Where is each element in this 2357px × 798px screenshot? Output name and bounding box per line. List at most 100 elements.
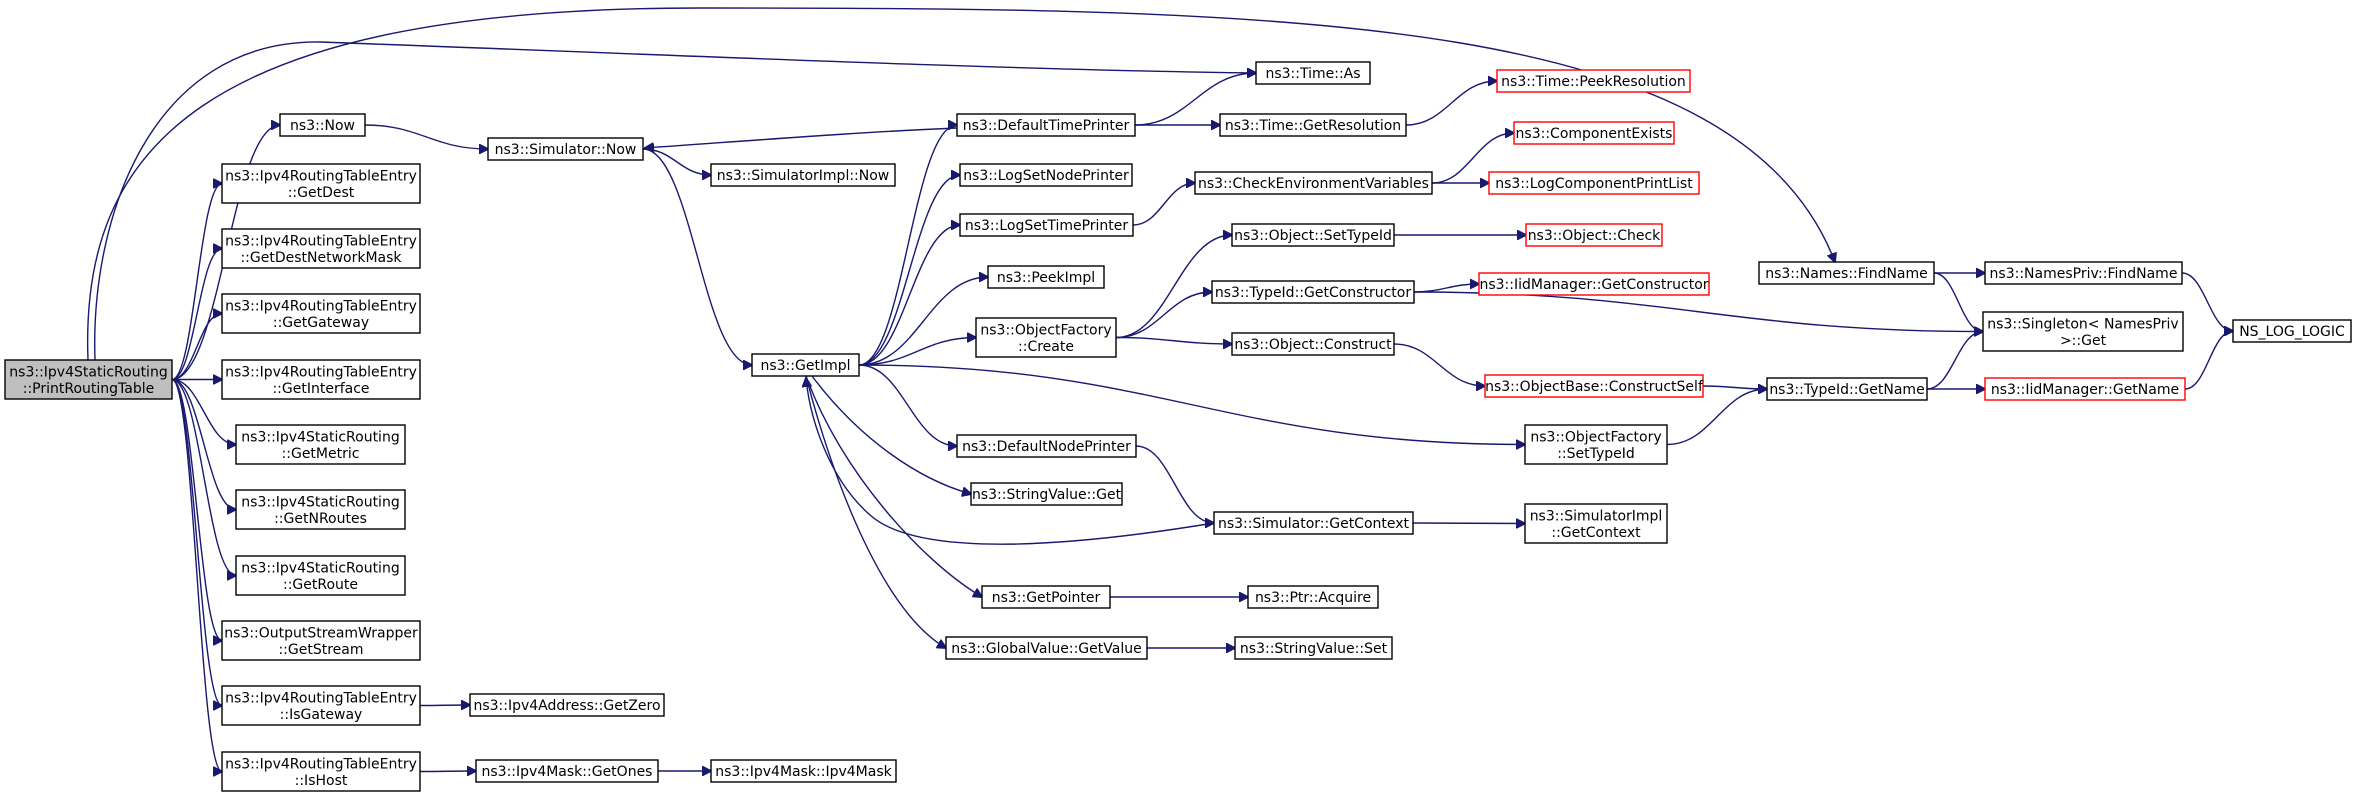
edge-print_routing_table-to-names_find_name — [86, 7, 1835, 361]
node-simulatorimpl-get-context[interactable]: ns3::SimulatorImpl::GetContext — [1524, 503, 1668, 544]
node-default-node-printer[interactable]: ns3::DefaultNodePrinter — [956, 434, 1137, 458]
node-check-environment-variables[interactable]: ns3::CheckEnvironmentVariables — [1194, 171, 1433, 195]
node-now[interactable]: ns3::Now — [279, 113, 366, 137]
edge-layer — [86, 7, 2233, 772]
node-get-stream[interactable]: ns3::OutputStreamWrapper::GetStream — [221, 620, 421, 661]
edge-print_routing_table-to-get_n_routes — [171, 378, 236, 510]
node-label-line: ns3::GetImpl — [760, 358, 850, 374]
node-peek-impl[interactable]: ns3::PeekImpl — [987, 265, 1105, 289]
edge-path — [419, 771, 476, 772]
node-simulatorimpl-now[interactable]: ns3::SimulatorImpl::Now — [710, 163, 896, 187]
node-log-set-time-printer[interactable]: ns3::LogSetTimePrinter — [959, 213, 1134, 237]
node-label-line: ::Create — [1018, 339, 1074, 355]
node-object-check[interactable]: ns3::Object::Check — [1525, 223, 1663, 247]
edge-path — [1413, 284, 1479, 293]
node-get-n-routes[interactable]: ns3::Ipv4StaticRouting::GetNRoutes — [235, 489, 406, 530]
edge-object_factory_create-to-object_construct — [1115, 336, 1232, 345]
node-box — [1525, 223, 1663, 247]
node-iid-manager-get-name[interactable]: ns3::IidManager::GetName — [1984, 377, 2186, 401]
node-string-value-set[interactable]: ns3::StringValue::Set — [1234, 636, 1393, 660]
node-label-line: ::GetContext — [1551, 525, 1641, 541]
node-simulator-now[interactable]: ns3::Simulator::Now — [487, 137, 644, 161]
node-object-set-type-id[interactable]: ns3::Object::SetTypeId — [1231, 223, 1395, 247]
node-label-line: ns3::Ipv4StaticRouting — [241, 429, 399, 445]
node-ipv4mask-ipv4mask[interactable]: ns3::Ipv4Mask::Ipv4Mask — [710, 759, 897, 783]
node-object-factory-create[interactable]: ns3::ObjectFactory::Create — [975, 317, 1117, 358]
node-box — [956, 113, 1136, 137]
node-string-value-get[interactable]: ns3::StringValue::Get — [970, 482, 1123, 506]
node-names-priv-find-name[interactable]: ns3::NamesPriv::FindName — [1984, 261, 2183, 285]
node-get-interface[interactable]: ns3::Ipv4RoutingTableEntry::GetInterface — [221, 359, 421, 400]
node-label-line: ns3::DefaultNodePrinter — [962, 439, 1131, 455]
edge-path — [1115, 336, 1232, 345]
node-component-exists[interactable]: ns3::ComponentExists — [1513, 121, 1675, 145]
node-ns-log-logic[interactable]: NS_LOG_LOGIC — [2232, 319, 2352, 343]
node-label-line: ns3::LogSetNodePrinter — [963, 168, 1129, 184]
node-label-line: ns3::Ipv4RoutingTableEntry — [225, 298, 417, 314]
node-print-routing-table[interactable]: ns3::Ipv4StaticRouting::PrintRoutingTabl… — [4, 359, 173, 400]
edge-simulator_get_context-to-simulatorimpl_get_context — [1412, 523, 1525, 524]
node-box — [1524, 503, 1668, 544]
edge-path — [171, 249, 222, 381]
node-object-construct[interactable]: ns3::Object::Construct — [1231, 332, 1395, 356]
node-label-line: ns3::Object::SetTypeId — [1234, 228, 1392, 244]
node-time-get-resolution[interactable]: ns3::Time::GetResolution — [1219, 113, 1407, 137]
node-object-base-construct-self[interactable]: ns3::ObjectBase::ConstructSelf — [1484, 374, 1704, 398]
node-box — [987, 265, 1105, 289]
node-box — [1982, 311, 2184, 352]
edge-path — [171, 378, 222, 706]
node-ipv4mask-get-ones[interactable]: ns3::Ipv4Mask::GetOnes — [475, 759, 659, 783]
node-log-set-node-printer[interactable]: ns3::LogSetNodePrinter — [959, 163, 1133, 187]
node-iid-manager-get-constructor[interactable]: ns3::IidManager::GetConstructor — [1478, 272, 1710, 296]
edge-path — [1933, 272, 1983, 332]
edge-path — [171, 378, 236, 576]
node-is-host[interactable]: ns3::Ipv4RoutingTableEntry::IsHost — [221, 751, 421, 792]
node-box — [959, 163, 1133, 187]
edge-is_gateway-to-ipv4address_get_zero — [419, 705, 470, 706]
node-type-id-get-name[interactable]: ns3::TypeId::GetName — [1766, 377, 1928, 401]
node-box — [221, 163, 421, 204]
node-label-line: ns3::Ipv4RoutingTableEntry — [225, 168, 417, 184]
node-box — [1231, 223, 1395, 247]
node-label-line: ns3::Time::As — [1265, 66, 1360, 82]
edge-iid_manager_get_name-to-ns_log_logic — [2184, 331, 2233, 390]
node-label-line: ::GetNRoutes — [274, 511, 367, 527]
edge-log_set_time_printer-to-check_environment_variables — [1132, 183, 1195, 226]
node-label-line: ns3::ComponentExists — [1516, 126, 1673, 142]
node-get-dest-network-mask[interactable]: ns3::Ipv4RoutingTableEntry::GetDestNetwo… — [221, 228, 421, 269]
node-ipv4address-get-zero[interactable]: ns3::Ipv4Address::GetZero — [469, 693, 665, 717]
node-singleton-get[interactable]: ns3::Singleton< NamesPriv >::Get — [1982, 311, 2184, 352]
node-ptr-acquire[interactable]: ns3::Ptr::Acquire — [1247, 585, 1379, 609]
edge-path — [858, 125, 957, 366]
node-get-gateway[interactable]: ns3::Ipv4RoutingTableEntry::GetGateway — [221, 293, 421, 334]
node-box — [1211, 280, 1415, 304]
edge-print_routing_table-to-get_metric — [171, 378, 236, 445]
node-label-line: ns3::Time::PeekResolution — [1501, 74, 1686, 90]
node-get-route[interactable]: ns3::Ipv4StaticRouting::GetRoute — [235, 555, 406, 596]
node-is-gateway[interactable]: ns3::Ipv4RoutingTableEntry::IsGateway — [221, 685, 421, 726]
edge-get_impl-to-string_value_get — [811, 375, 971, 494]
node-box — [279, 113, 366, 137]
node-object-factory-set-type-id[interactable]: ns3::ObjectFactory::SetTypeId — [1524, 424, 1668, 465]
node-simulator-get-context[interactable]: ns3::Simulator::GetContext — [1213, 511, 1414, 535]
node-label-line: ns3::GlobalValue::GetValue — [951, 641, 1141, 657]
node-get-dest[interactable]: ns3::Ipv4RoutingTableEntry::GetDest — [221, 163, 421, 204]
node-global-value-get-value[interactable]: ns3::GlobalValue::GetValue — [945, 636, 1148, 660]
node-names-find-name[interactable]: ns3::Names::FindName — [1758, 261, 1935, 285]
edge-path — [1413, 291, 1983, 332]
node-time-peek-resolution[interactable]: ns3::Time::PeekResolution — [1496, 69, 1691, 93]
node-get-pointer[interactable]: ns3::GetPointer — [981, 585, 1111, 609]
node-time-as[interactable]: ns3::Time::As — [1255, 61, 1371, 85]
edge-object_factory_create-to-type_id_get_constructor — [1115, 292, 1212, 339]
node-label-line: ns3::Time::GetResolution — [1225, 118, 1401, 134]
node-log-component-print-list[interactable]: ns3::LogComponentPrintList — [1488, 171, 1700, 195]
node-get-impl[interactable]: ns3::GetImpl — [751, 353, 860, 377]
node-label-line: ns3::Names::FindName — [1765, 266, 1928, 282]
node-get-metric[interactable]: ns3::Ipv4StaticRouting::GetMetric — [235, 424, 406, 465]
node-label-line: NS_LOG_LOGIC — [2239, 324, 2345, 340]
node-label-line: ns3::Ipv4RoutingTableEntry — [225, 364, 417, 380]
node-type-id-get-constructor[interactable]: ns3::TypeId::GetConstructor — [1211, 280, 1415, 304]
node-default-time-printer[interactable]: ns3::DefaultTimePrinter — [956, 113, 1136, 137]
edge-path — [1134, 73, 1256, 126]
